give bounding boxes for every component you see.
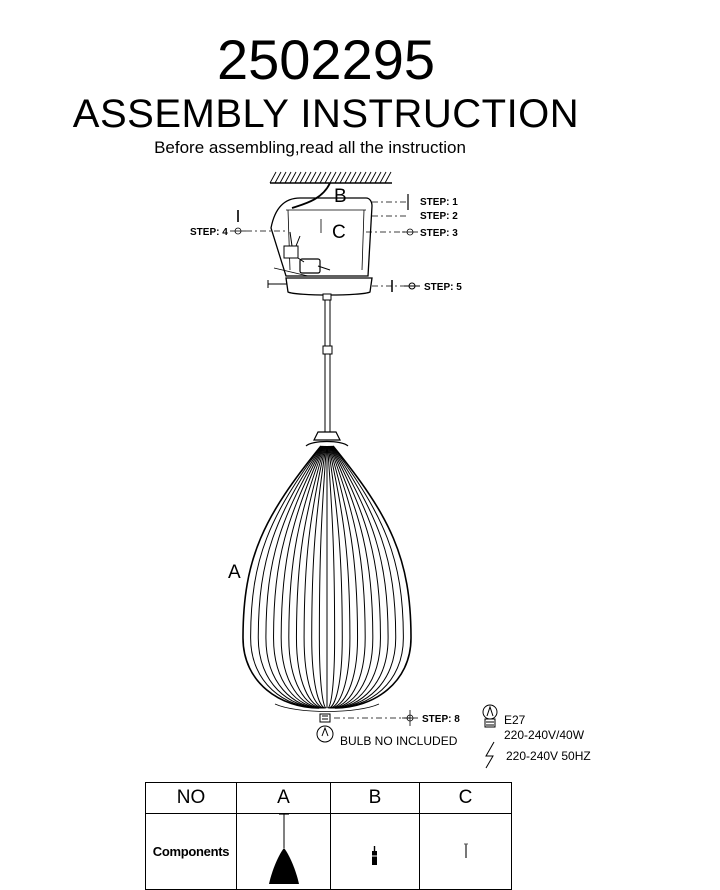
- component-a-image: [236, 813, 331, 890]
- bulb-note: BULB NO INCLUDED: [340, 734, 458, 748]
- table-header: C: [419, 782, 512, 814]
- table-row: Components: [145, 813, 512, 890]
- mounting-bracket: [286, 209, 366, 271]
- document-title: ASSEMBLY INSTRUCTION: [72, 92, 580, 136]
- components-label: Components: [145, 813, 237, 890]
- step5-screw: [372, 280, 422, 292]
- ceiling-hatch: [269, 171, 392, 184]
- spec-bulb-power: 220-240V/40W: [504, 728, 585, 742]
- spec-supply: 220-240V 50HZ: [506, 749, 591, 763]
- step-4-label: STEP: 4: [190, 227, 228, 238]
- table-header: A: [236, 782, 331, 814]
- assembly-diagram: B C A STEP: 1 STEP: 2 STEP: 3 STEP: 4 ST…: [190, 171, 591, 769]
- spec-socket: E27: [504, 713, 526, 727]
- step-5-label: STEP: 5: [424, 282, 462, 293]
- table-header-row: NO A B C: [145, 782, 512, 814]
- canopy-cup: [270, 197, 373, 277]
- step-3-label: STEP: 3: [420, 228, 458, 239]
- shade-thumbnail-icon: [268, 813, 299, 884]
- table-header: B: [330, 782, 420, 814]
- part-label-c: C: [332, 222, 346, 243]
- part-label-b: B: [334, 186, 347, 207]
- component-b-image: [330, 813, 420, 890]
- terminal-block: [283, 231, 331, 274]
- lightning-icon: [485, 741, 495, 769]
- step-1-label: STEP: 1: [420, 197, 458, 208]
- suspension-rod: [322, 293, 333, 432]
- component-c-image: [419, 813, 512, 890]
- step-8-label: STEP: 8: [422, 714, 460, 725]
- shade-cap: [313, 431, 341, 441]
- step8-screw: [402, 710, 418, 726]
- parts-table: NO A B C Components: [145, 782, 512, 890]
- part-label-a: A: [228, 562, 241, 583]
- document-subtitle: Before assembling,read all the instructi…: [154, 138, 466, 157]
- pendant-shade: [242, 445, 412, 712]
- table-header: NO: [145, 782, 237, 814]
- step-2-label: STEP: 2: [420, 211, 458, 222]
- socket-bulb-icon: [482, 704, 498, 728]
- step4-screw: [230, 210, 286, 235]
- supply-cable: [291, 182, 331, 209]
- canopy-plate: [285, 277, 373, 296]
- screw-c-icon: [463, 843, 468, 858]
- step-leaders: [366, 194, 418, 236]
- screw-b-icon: [372, 846, 377, 865]
- bulb-icon: [316, 713, 334, 743]
- model-number: 2502295: [216, 28, 435, 91]
